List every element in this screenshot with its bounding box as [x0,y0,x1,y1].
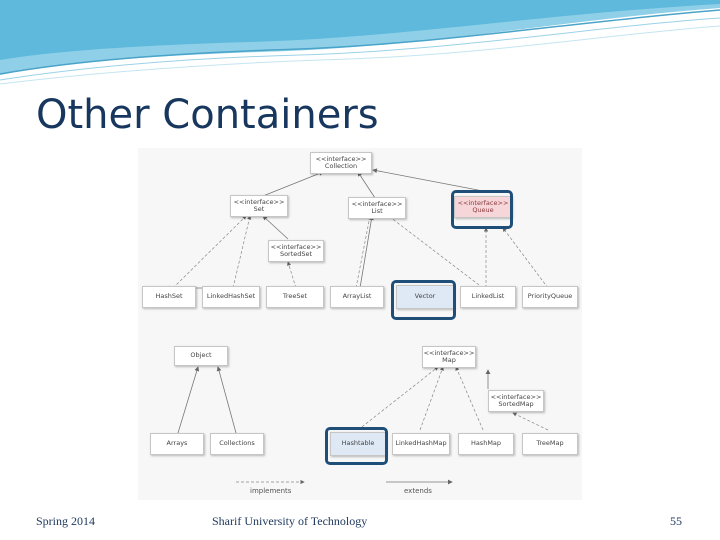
highlight-ring-vector [391,280,456,320]
node-queue: <<interface>> Queue [454,196,512,218]
node-label: HashSet [155,292,183,301]
node-stereotype: <<interface>> [351,199,403,208]
arraylist-implements-list [355,215,372,289]
linkedhashset-implements-set [232,215,252,289]
node-stereotype: <<interface>> [270,242,322,251]
vector-extends-abstract [359,215,374,289]
node-label: Vector [414,292,436,301]
node-linkedhashmap: LinkedHashMap [392,433,450,455]
node-set: <<interface>> Set [230,195,288,217]
node-hashtable: Hashtable [330,432,386,456]
slide-title: Other Containers [36,92,379,138]
collections-class-diagram: <<interface>> Collection <<interface>> S… [138,148,582,500]
node-linkedlist: LinkedList [460,286,516,308]
linkedhashmap-implements-map [419,366,444,431]
linkedlist-implements-list [385,213,484,289]
node-label: Map [442,356,456,364]
node-collections: Collections [210,433,264,455]
node-priorityqueue: PriorityQueue [522,286,578,308]
node-label: LinkedHashSet [206,292,256,301]
node-arraylist: ArrayList [330,286,384,308]
node-stereotype: <<interface>> [315,154,367,163]
hashmap-implements-map [455,366,484,431]
node-stereotype: <<interface>> [457,198,509,207]
node-label: List [371,207,383,215]
node-sortedmap: <<interface>> SortedMap [488,390,544,412]
highlight-ring-hashtable [325,427,388,465]
priorityqueue-implements-queue [502,227,549,289]
node-label: SortedMap [498,400,534,408]
node-treemap: TreeMap [522,433,578,455]
node-linkedhashset: LinkedHashSet [202,286,260,308]
node-label: TreeSet [282,292,308,301]
node-stereotype: <<interface>> [423,348,475,357]
node-collection: <<interface>> Collection [310,152,372,174]
slide-number: 55 [670,514,682,528]
list-extends-collection [357,171,376,199]
legend-extends-label: extends [404,487,432,495]
node-stereotype: <<interface>> [490,392,542,401]
node-label: HashMap [470,439,502,448]
node-list: <<interface>> List [348,197,406,219]
legend-implements-label: implements [250,487,292,495]
treemap-implements-sortedmap [512,412,549,431]
node-sortedset: <<interface>> SortedSet [268,240,324,262]
node-label: Collection [324,162,358,170]
node-label: Collections [219,439,255,448]
node-vector: Vector [396,285,454,309]
highlight-ring-queue [451,190,513,229]
node-label: Arrays [166,439,188,448]
footer-institution: Sharif University of Technology [212,514,368,528]
node-label: Set [253,205,265,213]
node-label: Object [190,351,212,360]
node-label: PriorityQueue [527,292,573,301]
node-label: LinkedHashMap [395,439,447,448]
queue-extends-collection [372,168,484,192]
hashset-implements-set [172,215,247,289]
node-label: Hashtable [341,439,375,448]
node-label: ArrayList [342,292,372,301]
node-hashset: HashSet [142,286,196,308]
node-hashmap: HashMap [458,433,514,455]
header-wave-decoration [0,0,720,85]
treeset-implements-sortedset [287,261,297,289]
node-label: LinkedList [471,292,505,301]
arrays-extends-object [177,366,200,434]
node-label: SortedSet [279,250,313,258]
node-treeset: TreeSet [266,286,324,308]
node-label: Queue [472,206,494,214]
hashtable-implements-map [357,366,439,431]
diagram-connectors [165,168,549,485]
node-label: TreeMap [536,439,564,448]
node-stereotype: <<interface>> [233,197,285,206]
node-object: Object [174,346,228,366]
node-arrays: Arrays [150,433,204,455]
sortedset-extends-set [262,215,289,240]
footer-date: Spring 2014 [36,514,96,528]
collections-extends-object [216,366,237,434]
set-extends-collection [257,171,324,199]
node-map: <<interface>> Map [422,346,476,368]
